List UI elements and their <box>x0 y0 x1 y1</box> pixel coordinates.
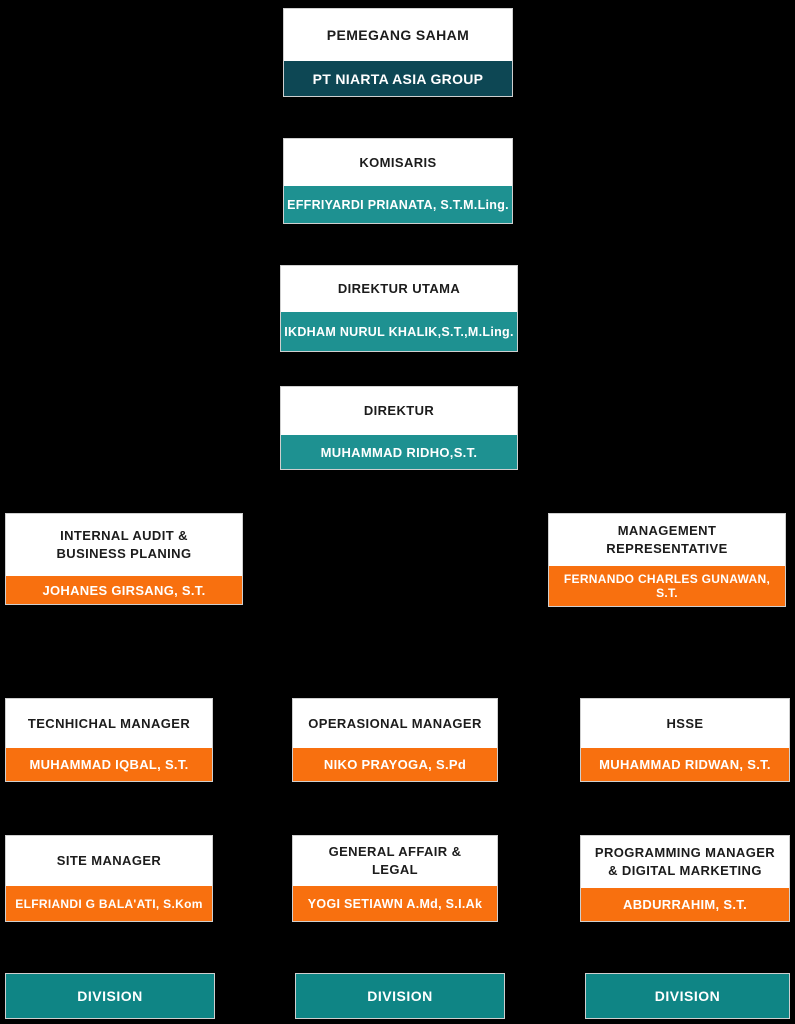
node-title: INTERNAL AUDIT & BUSINESS PLANING <box>6 514 242 576</box>
node-name: EFFRIYARDI PRIANATA, S.T.M.Ling. <box>284 186 512 223</box>
node-name: MUHAMMAD RIDWAN, S.T. <box>581 748 789 781</box>
node-title: PROGRAMMING MANAGER & DIGITAL MARKETING <box>581 836 789 888</box>
node-title: MANAGEMENT REPRESENTATIVE <box>549 514 785 566</box>
node-name: ABDURRAHIM, S.T. <box>581 888 789 921</box>
node-name: YOGI SETIAWN A.Md, S.I.Ak <box>293 886 497 921</box>
node-internal-audit: INTERNAL AUDIT & BUSINESS PLANING JOHANE… <box>5 513 243 605</box>
node-name: ELFRIANDI G BALA'ATI, S.Kom <box>6 886 212 921</box>
node-division-3: DIVISION <box>585 973 790 1019</box>
node-name: MUHAMMAD IQBAL, S.T. <box>6 748 212 781</box>
node-name: NIKO PRAYOGA, S.Pd <box>293 748 497 781</box>
node-shareholder: PEMEGANG SAHAM PT NIARTA ASIA GROUP <box>283 8 513 97</box>
node-name: IKDHAM NURUL KHALIK,S.T.,M.Ling. <box>281 312 517 351</box>
node-general-affair-legal: GENERAL AFFAIR & LEGAL YOGI SETIAWN A.Md… <box>292 835 498 922</box>
node-title: DIREKTUR UTAMA <box>281 266 517 312</box>
node-name: FERNANDO CHARLES GUNAWAN, S.T. <box>549 566 785 606</box>
node-name: JOHANES GIRSANG, S.T. <box>6 576 242 604</box>
node-name: PT NIARTA ASIA GROUP <box>284 61 512 96</box>
node-title: OPERASIONAL MANAGER <box>293 699 497 748</box>
node-site-manager: SITE MANAGER ELFRIANDI G BALA'ATI, S.Kom <box>5 835 213 922</box>
node-management-representative: MANAGEMENT REPRESENTATIVE FERNANDO CHARL… <box>548 513 786 607</box>
node-title: SITE MANAGER <box>6 836 212 886</box>
node-title: KOMISARIS <box>284 139 512 186</box>
node-title: HSSE <box>581 699 789 748</box>
node-title: DIREKTUR <box>281 387 517 435</box>
node-title: GENERAL AFFAIR & LEGAL <box>293 836 497 886</box>
node-komisaris: KOMISARIS EFFRIYARDI PRIANATA, S.T.M.Lin… <box>283 138 513 224</box>
node-division-2: DIVISION <box>295 973 505 1019</box>
node-name: MUHAMMAD RIDHO,S.T. <box>281 435 517 469</box>
node-programming-manager: PROGRAMMING MANAGER & DIGITAL MARKETING … <box>580 835 790 922</box>
node-direktur: DIREKTUR MUHAMMAD RIDHO,S.T. <box>280 386 518 470</box>
node-hsse: HSSE MUHAMMAD RIDWAN, S.T. <box>580 698 790 782</box>
node-direktur-utama: DIREKTUR UTAMA IKDHAM NURUL KHALIK,S.T.,… <box>280 265 518 352</box>
node-title: TECNHICHAL MANAGER <box>6 699 212 748</box>
node-technical-manager: TECNHICHAL MANAGER MUHAMMAD IQBAL, S.T. <box>5 698 213 782</box>
node-division-1: DIVISION <box>5 973 215 1019</box>
node-title: PEMEGANG SAHAM <box>284 9 512 61</box>
node-operational-manager: OPERASIONAL MANAGER NIKO PRAYOGA, S.Pd <box>292 698 498 782</box>
